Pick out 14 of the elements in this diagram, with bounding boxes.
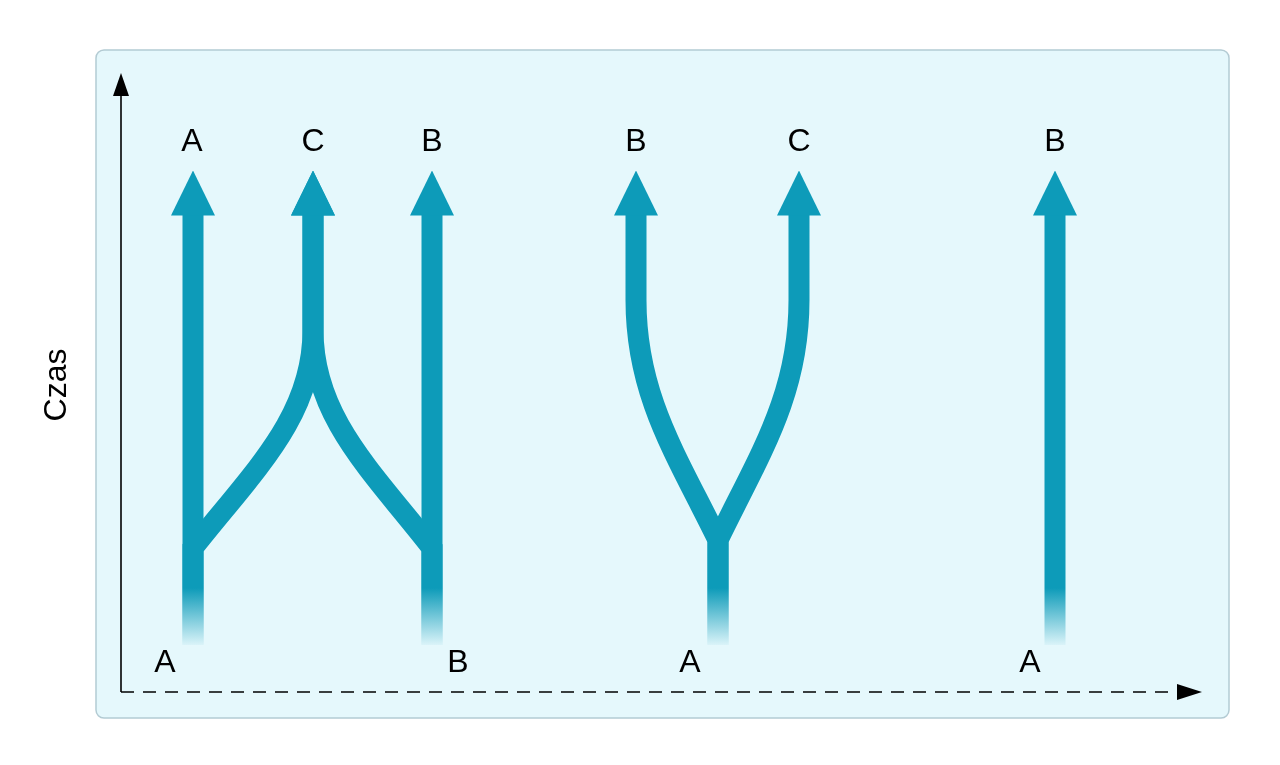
lineage-arrow	[1033, 170, 1077, 645]
species-label: A	[1019, 645, 1041, 677]
species-label: A	[181, 124, 203, 156]
species-label: C	[787, 124, 811, 156]
species-label: B	[625, 124, 647, 156]
species-label: B	[447, 645, 469, 677]
species-label: A	[154, 645, 176, 677]
species-label: C	[301, 124, 325, 156]
species-label: A	[679, 645, 701, 677]
lineage-arrow	[410, 170, 454, 645]
lineage-arrow	[707, 170, 821, 645]
species-label: B	[421, 124, 443, 156]
axis-label: Czas	[39, 348, 71, 422]
species-label: B	[1044, 124, 1066, 156]
